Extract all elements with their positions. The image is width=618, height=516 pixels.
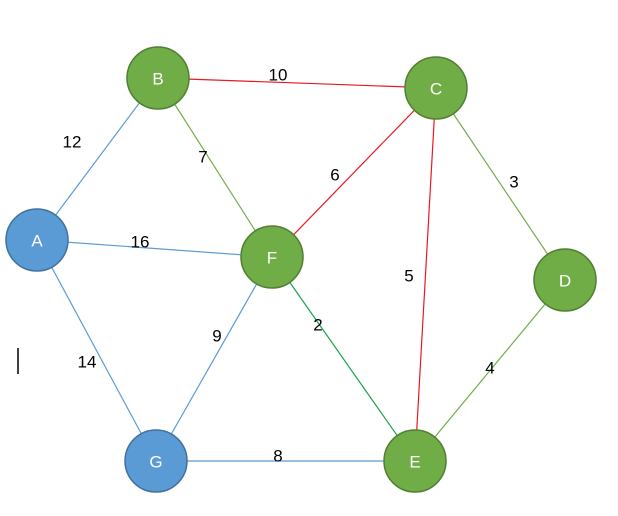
node-label-c: C bbox=[430, 80, 442, 99]
node-b: B bbox=[126, 46, 190, 110]
node-circle-c bbox=[404, 56, 468, 120]
node-a: A bbox=[5, 208, 69, 272]
edge-f-e bbox=[271, 256, 416, 462]
edges-layer bbox=[36, 77, 566, 462]
edge-weight-f-c: 6 bbox=[330, 166, 339, 185]
edge-weight-b-c: 10 bbox=[269, 66, 288, 85]
edge-weight-c-d: 3 bbox=[509, 173, 518, 192]
edge-a-b bbox=[36, 77, 159, 241]
edge-e-d bbox=[414, 279, 566, 462]
edge-f-c bbox=[271, 87, 437, 258]
node-label-d: D bbox=[559, 272, 571, 291]
edge-a-f bbox=[36, 239, 273, 258]
node-label-g: G bbox=[149, 453, 162, 472]
edge-weight-a-f: 16 bbox=[131, 233, 150, 252]
node-d: D bbox=[533, 248, 597, 312]
node-circle-f bbox=[240, 225, 304, 289]
edge-weight-f-e: 2 bbox=[313, 316, 322, 335]
node-e: E bbox=[383, 429, 447, 493]
edge-labels-layer: 12 16 14 10 7 6 5 3 2 9 8 4 bbox=[63, 66, 519, 466]
node-label-e: E bbox=[409, 453, 420, 472]
edge-weight-e-d: 4 bbox=[485, 359, 494, 378]
node-label-f: F bbox=[267, 249, 277, 268]
edge-b-c bbox=[157, 77, 437, 89]
node-circle-g bbox=[124, 429, 188, 493]
node-label-a: A bbox=[31, 232, 43, 251]
node-circle-e bbox=[383, 429, 447, 493]
node-circle-a bbox=[5, 208, 69, 272]
edge-c-e bbox=[414, 87, 437, 462]
nodes-layer: A B C D E F G bbox=[5, 46, 597, 493]
node-circle-d bbox=[533, 248, 597, 312]
edge-f-g bbox=[155, 256, 273, 462]
node-g: G bbox=[124, 429, 188, 493]
node-f: F bbox=[240, 225, 304, 289]
edge-a-g bbox=[36, 239, 157, 462]
edge-weight-f-g: 9 bbox=[212, 327, 221, 346]
edge-b-f bbox=[157, 77, 273, 258]
node-label-b: B bbox=[152, 70, 163, 89]
edge-weight-g-e: 8 bbox=[273, 447, 282, 466]
edge-weight-b-f: 7 bbox=[198, 148, 207, 167]
node-circle-b bbox=[126, 46, 190, 110]
edge-weight-a-b: 12 bbox=[63, 133, 82, 152]
edge-c-d bbox=[435, 87, 566, 281]
node-c: C bbox=[404, 56, 468, 120]
edge-weight-a-g: 14 bbox=[78, 353, 97, 372]
edge-weight-c-e: 5 bbox=[404, 267, 413, 286]
